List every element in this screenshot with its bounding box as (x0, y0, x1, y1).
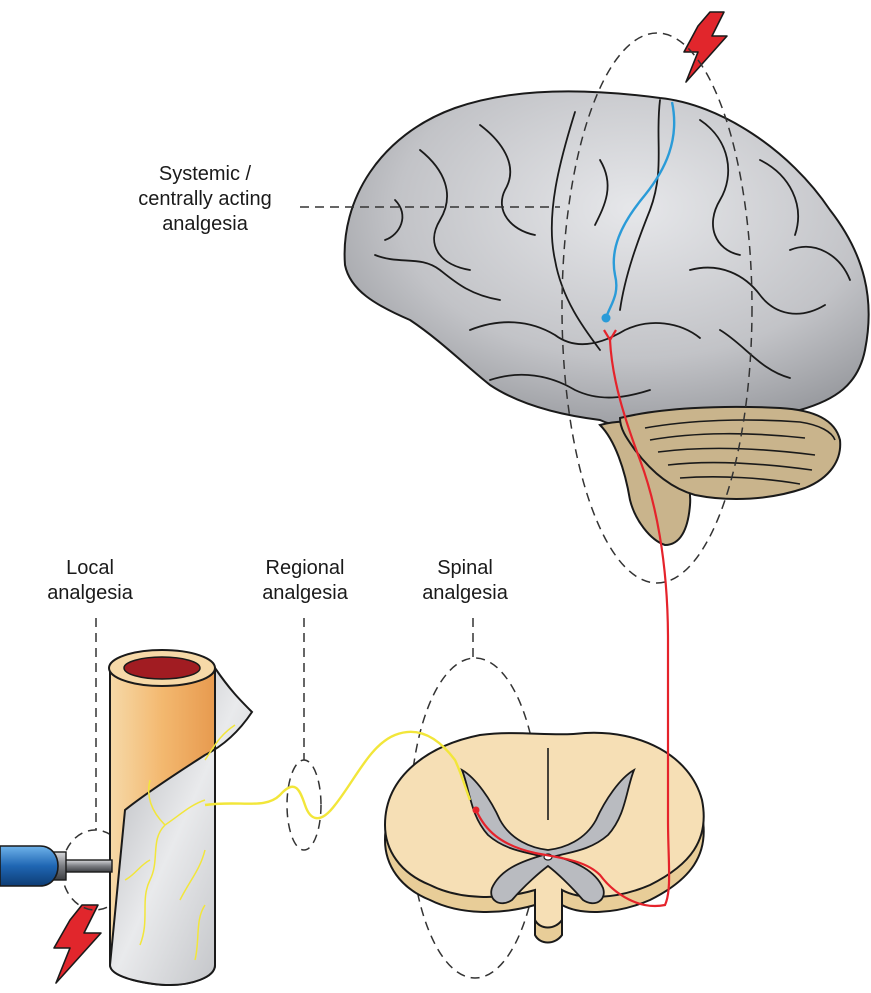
label-line: analgesia (30, 581, 150, 606)
lightning-bolt-icon (684, 12, 727, 82)
peripheral-tissue (109, 650, 252, 985)
label-line: Local (30, 556, 150, 581)
label-systemic-analgesia: Systemic / centrally acting analgesia (130, 162, 280, 237)
syringe-icon (0, 846, 112, 886)
label-spinal-analgesia: Spinal analgesia (410, 556, 520, 606)
label-line: centrally acting (130, 187, 280, 212)
descending-neuron-soma (602, 314, 611, 323)
vessel-lumen (124, 657, 200, 679)
lightning-bolt-icon (54, 905, 101, 983)
label-line: analgesia (410, 581, 520, 606)
label-line: Regional (240, 556, 370, 581)
cerebrum (345, 91, 869, 425)
label-line: analgesia (130, 212, 280, 237)
label-regional-analgesia: Regional analgesia (240, 556, 370, 606)
spinal-cord-section (385, 733, 704, 943)
label-line: Systemic / (130, 162, 280, 187)
label-line: Spinal (410, 556, 520, 581)
label-local-analgesia: Local analgesia (30, 556, 150, 606)
label-line: analgesia (240, 581, 370, 606)
